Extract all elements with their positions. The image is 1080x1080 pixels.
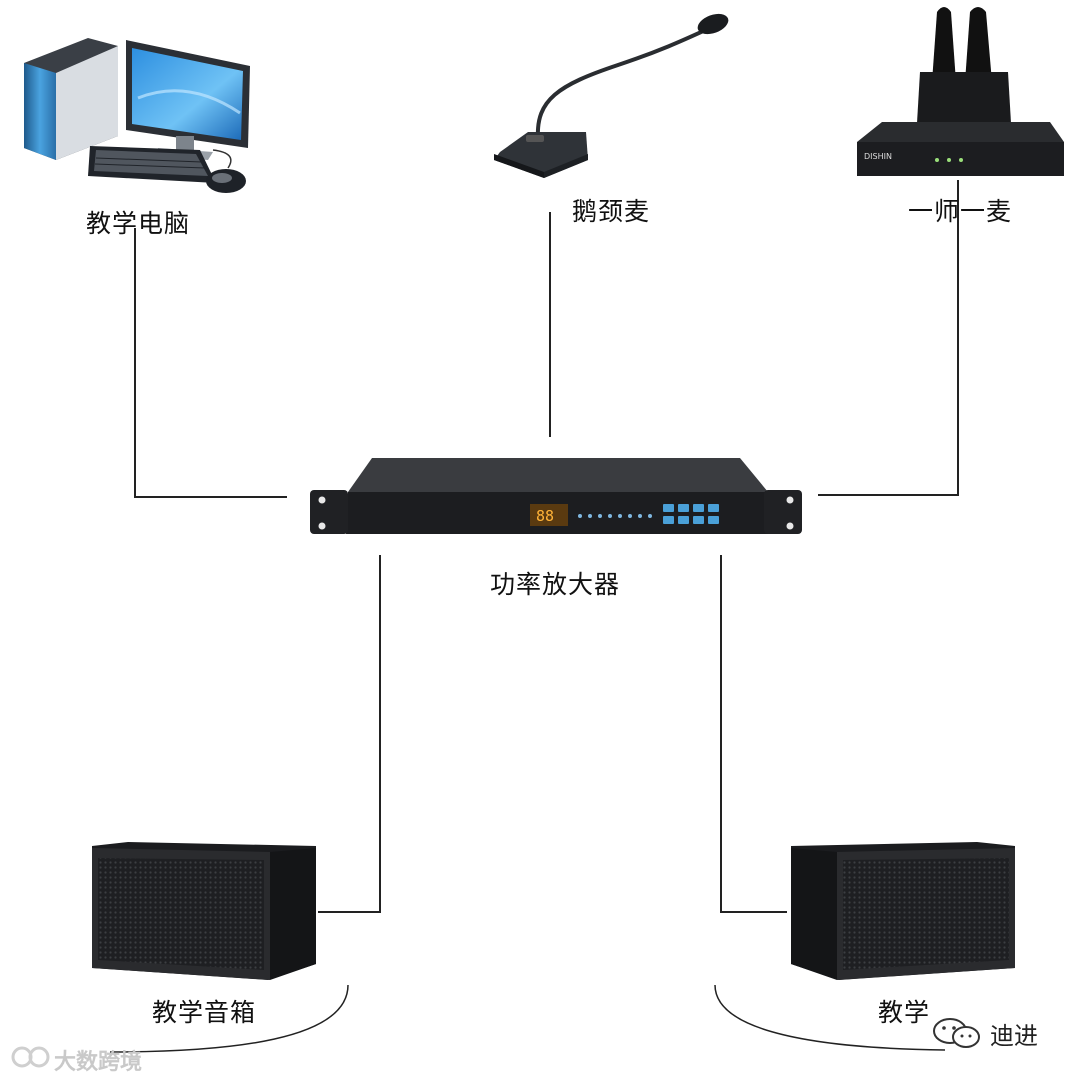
- computer-label: 教学电脑: [86, 204, 190, 240]
- wire-amp-speaker-right: [721, 555, 787, 912]
- amplifier-label: 功率放大器: [490, 565, 620, 601]
- wireless-mic-label: 一师一麦: [908, 192, 1012, 228]
- watermark-left-text: 大数跨境: [54, 1044, 142, 1076]
- wire-computer-amp: [135, 228, 287, 497]
- speaker-right-icon: [787, 840, 1019, 982]
- receiver-brand-text: DISHIN: [864, 152, 892, 161]
- speaker-left-icon: [88, 840, 320, 982]
- speaker-left-label: 教学音箱: [152, 993, 256, 1029]
- gooseneck-mic-icon: [488, 10, 733, 182]
- watermark-logo-icon: [10, 1042, 52, 1072]
- speaker-right-label: 教学: [878, 993, 930, 1029]
- gooseneck-mic-label: 鹅颈麦: [572, 192, 650, 228]
- power-amplifier-icon: 88: [308, 456, 804, 540]
- watermark-right-text: 迪进: [990, 1016, 1038, 1051]
- wechat-icon: [930, 1016, 986, 1050]
- computer-icon: [18, 18, 253, 198]
- amp-display-text: 88: [536, 507, 554, 525]
- wire-amp-speaker-left: [318, 555, 380, 912]
- wireless-mic-receiver-icon: DISHIN: [852, 2, 1067, 180]
